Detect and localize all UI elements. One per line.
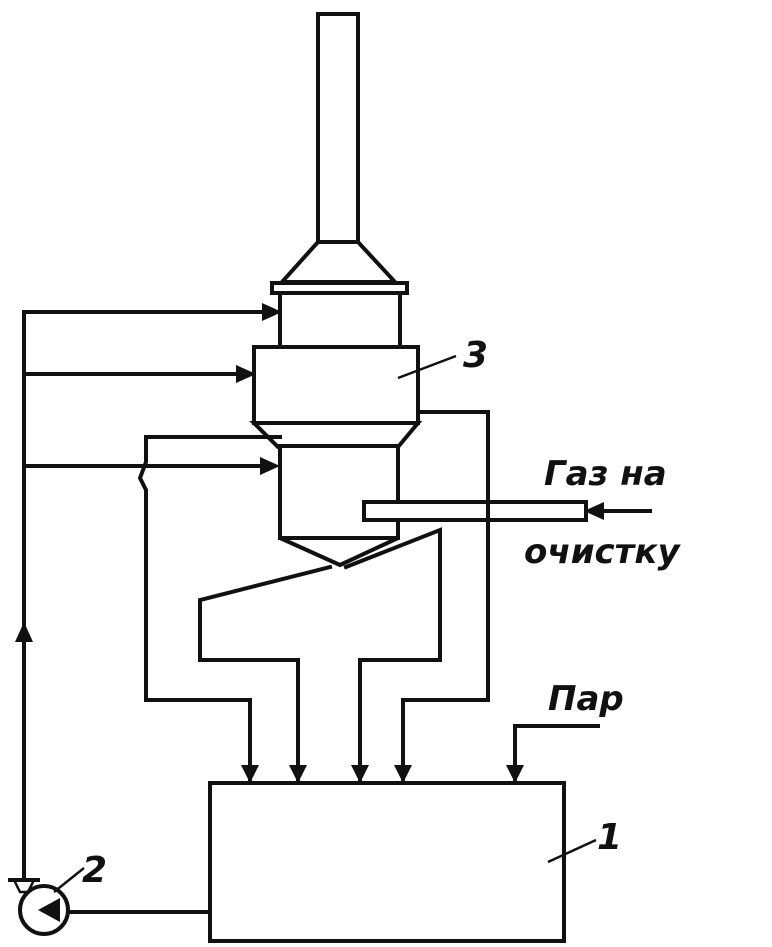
drain-lines (137, 410, 600, 783)
gas-inlet-pipe (362, 500, 652, 522)
absorption-column (249, 291, 423, 568)
column-number-label: 3 (463, 335, 488, 376)
collection-tank (208, 781, 566, 943)
leader-lines (53, 354, 597, 893)
exhaust-stack (270, 12, 409, 295)
gas-label-line-2: очистку (524, 532, 681, 572)
separator-funnel (198, 527, 442, 782)
gas-label-line-1: Газ на (544, 454, 667, 494)
pump (8, 878, 70, 936)
recirculation-line (15, 303, 282, 914)
tank-number-label: 1 (597, 817, 622, 858)
steam-label: Пар (548, 679, 624, 719)
pump-number-label: 2 (82, 850, 107, 891)
